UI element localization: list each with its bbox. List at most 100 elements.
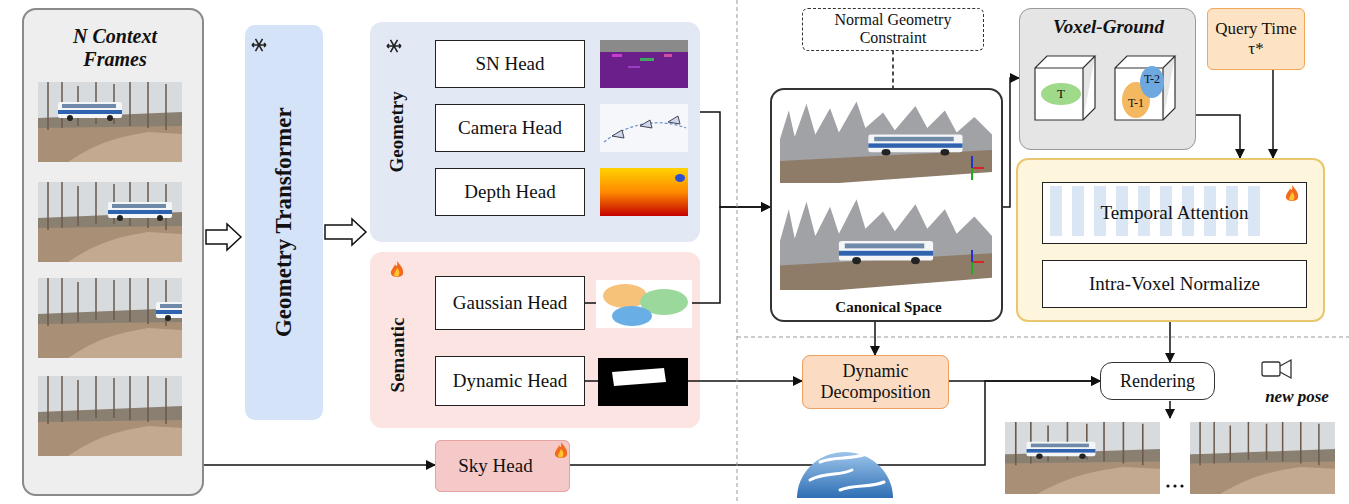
node-fill [245,25,323,420]
node-fill [1100,362,1215,400]
text-slot: N Context Frames [24,16,206,80]
node-fill [1207,8,1305,70]
transformer-block: Geometry Transformer [245,25,323,420]
node-label: Dynamic Decomposition [803,361,948,402]
node-label: Geometry Transformer [271,108,297,338]
decomposition-box: Dynamic Decomposition [802,355,949,409]
canonical-point-clouds [839,241,933,264]
trainable-icons [391,261,403,277]
semantic-panel: SemanticGaussian HeadDynamic Head [370,252,700,428]
context-photos [38,182,182,262]
context-photos [58,102,122,121]
constraint-link [892,51,894,89]
node-label: Geometry [386,91,408,172]
text-slot: Rendering [1101,363,1214,399]
time-label: T-2 [1144,73,1160,86]
node-label: Voxel-Ground [1053,16,1164,38]
attention-bars [1050,186,1260,236]
view-label: new pose [1265,388,1329,407]
module-box: Intra-Voxel Normalize [1042,260,1307,308]
flow-arrow [1169,322,1171,362]
voxel-cubes [1035,56,1095,120]
render-output [1005,422,1160,494]
constraint-note: Normal Geometry Constraint [802,8,984,51]
normal-map-thumb [664,54,672,57]
node-label: Canonical Space [835,299,941,316]
rendering-box: Rendering [1100,362,1215,400]
divider-lines [737,0,738,504]
text-slot: SN Head [436,41,584,87]
node-label: Dynamic Head [453,370,567,392]
frozen-icons [252,39,266,51]
node-fill [802,8,984,51]
normal-map-thumb [640,58,654,61]
text-slot: Gaussian Head [436,277,584,329]
gaussian-thumb [603,284,647,308]
text-slot: Normal Geometry Constraint [803,9,983,50]
text-slot: Semantic [370,282,424,428]
trainable-icons [555,442,567,458]
gaussian-thumb [612,306,652,326]
input-frames-panel: N Context Frames [22,8,204,496]
head-box: Dynamic Head [435,356,585,406]
trainable-icons [1286,185,1298,201]
node-fill [435,40,585,88]
canonical-point-clouds [780,102,992,290]
text-slot: Dynamic Decomposition [803,356,948,408]
node-fill [435,440,570,492]
context-photos [156,302,220,321]
text-slot: Temporal Attention [1043,183,1306,243]
node-fill [1042,182,1307,244]
mask-thumb [598,358,688,406]
attention-bars [1072,186,1084,236]
head-box: Depth Head [435,168,585,216]
normal-map-thumb [600,40,688,88]
text-slot: Camera Head [436,105,584,151]
canonical-space-box: Canonical Space [770,88,1003,322]
context-photos [38,182,182,262]
time-label: T-1 [1128,97,1144,110]
temporal-module: Temporal AttentionIntra-Voxel Normalize [1016,158,1325,322]
attention-bars [1248,186,1260,236]
render-output [1005,422,1160,494]
voxel-cubes [1041,83,1081,105]
context-photos [38,82,220,456]
render-output [1005,401,1335,494]
context-photos [38,82,182,162]
geometry-panel: Geometry SN HeadCamera HeadDepth Head [370,22,700,242]
head-box: SN Head [435,40,585,88]
sky-head-box: Sky Head [435,440,570,492]
node-fill [435,168,585,216]
normal-map-thumb [600,40,688,52]
canonical-point-clouds [780,199,992,290]
flow-arrow [700,112,770,207]
node-label: Sky Head [458,455,532,477]
block-arrow [325,219,366,245]
flow-arrow [204,464,435,466]
voxel-cubes [1115,56,1175,120]
node-fill [1042,260,1307,308]
context-photos [38,376,182,456]
head-box: Gaussian Head [435,276,585,330]
canonical-point-clouds [972,156,984,180]
depth-thumb [600,168,688,216]
camera-icon [1280,360,1291,378]
camera-icon [1262,362,1280,376]
node-label: Intra-Voxel Normalize [1089,273,1260,295]
node-label: SN Head [475,53,544,75]
node-label: Normal Geometry Constraint [803,11,983,48]
head-box: Camera Head [435,104,585,152]
text-slot: Geometry Transformer [245,25,323,420]
text-slot: Geometry [370,22,424,242]
node-fill [370,252,700,428]
depth-thumb [600,168,688,216]
camera-thumb [600,104,688,152]
normal-map-thumb [628,66,640,68]
render-output [1180,484,1183,487]
gaussian-thumb [596,280,692,328]
context-photos [108,202,172,221]
mask-thumb [598,358,688,406]
voxel-ground-box: Voxel-Ground [1019,8,1196,150]
canonical-point-clouds [868,135,962,156]
frozen-icons [252,39,401,52]
